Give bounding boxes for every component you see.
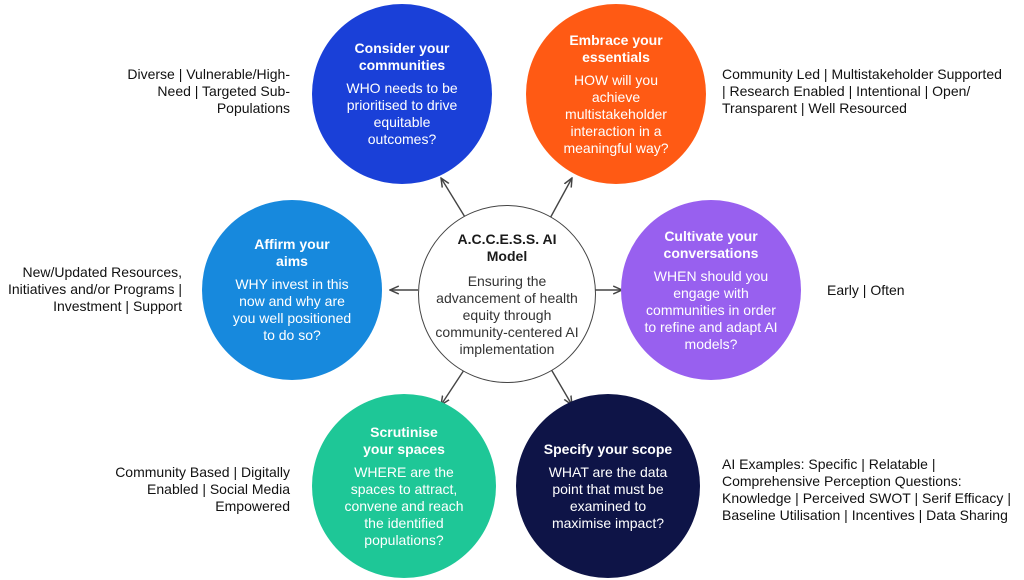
- cultivate-question: WHEN should you engage with communities …: [644, 267, 778, 352]
- consider-attributes: Diverse | Vulnerable/High-Need | Targete…: [127, 66, 290, 116]
- cultivate-title: Cultivate your conversations: [663, 227, 759, 261]
- arrow-to-specify: [547, 363, 572, 405]
- consider-question: WHO needs to be prioritised to drive equ…: [346, 80, 458, 147]
- specify-attributes: AI Examples: Specific | Relatable | Comp…: [722, 456, 1011, 523]
- specify-question: WHAT are the data point that must be exa…: [548, 463, 668, 531]
- arrow-to-embrace: [547, 178, 572, 223]
- affirm-aims-circle: Affirm your aims WHY invest in this now …: [202, 200, 382, 380]
- embrace-attributes: Community Led | Multistakeholder Support…: [722, 66, 1002, 116]
- center-circle: A.C.C.E.S.S. AI Model Ensuring the advan…: [418, 205, 596, 383]
- consider-communities-circle: Consider your communities WHO needs to b…: [312, 4, 492, 184]
- scrutinise-spaces-circle: Scrutinise your spaces WHERE are the spa…: [312, 394, 496, 578]
- embrace-title: Embrace your essentials: [569, 31, 663, 65]
- embrace-question: HOW will you achieve multistakeholder in…: [563, 71, 669, 156]
- consider-title: Consider your communities: [354, 40, 450, 73]
- affirm-attributes: New/Updated Resources, Initiatives and/o…: [7, 264, 182, 314]
- scrutinise-attributes: Community Based | Digitally Enabled | So…: [115, 464, 290, 514]
- specify-scope-circle: Specify your scope WHAT are the data poi…: [516, 394, 700, 578]
- scrutinise-question: WHERE are the spaces to attract, convene…: [344, 463, 464, 548]
- specify-title: Specify your scope: [543, 440, 673, 457]
- embrace-essentials-circle: Embrace your essentials HOW will you ach…: [526, 4, 706, 184]
- affirm-question: WHY invest in this now and why are you w…: [232, 276, 352, 343]
- center-title: A.C.C.E.S.S. AI Model: [457, 230, 557, 264]
- cultivate-conversations-circle: Cultivate your conversations WHEN should…: [621, 200, 801, 380]
- cultivate-attributes: Early | Often: [827, 282, 905, 298]
- scrutinise-title: Scrutinise your spaces: [363, 423, 445, 457]
- affirm-title: Affirm your aims: [254, 236, 330, 269]
- arrow-to-consider: [441, 178, 469, 223]
- center-text: Ensuring the advancement of health equit…: [435, 272, 579, 357]
